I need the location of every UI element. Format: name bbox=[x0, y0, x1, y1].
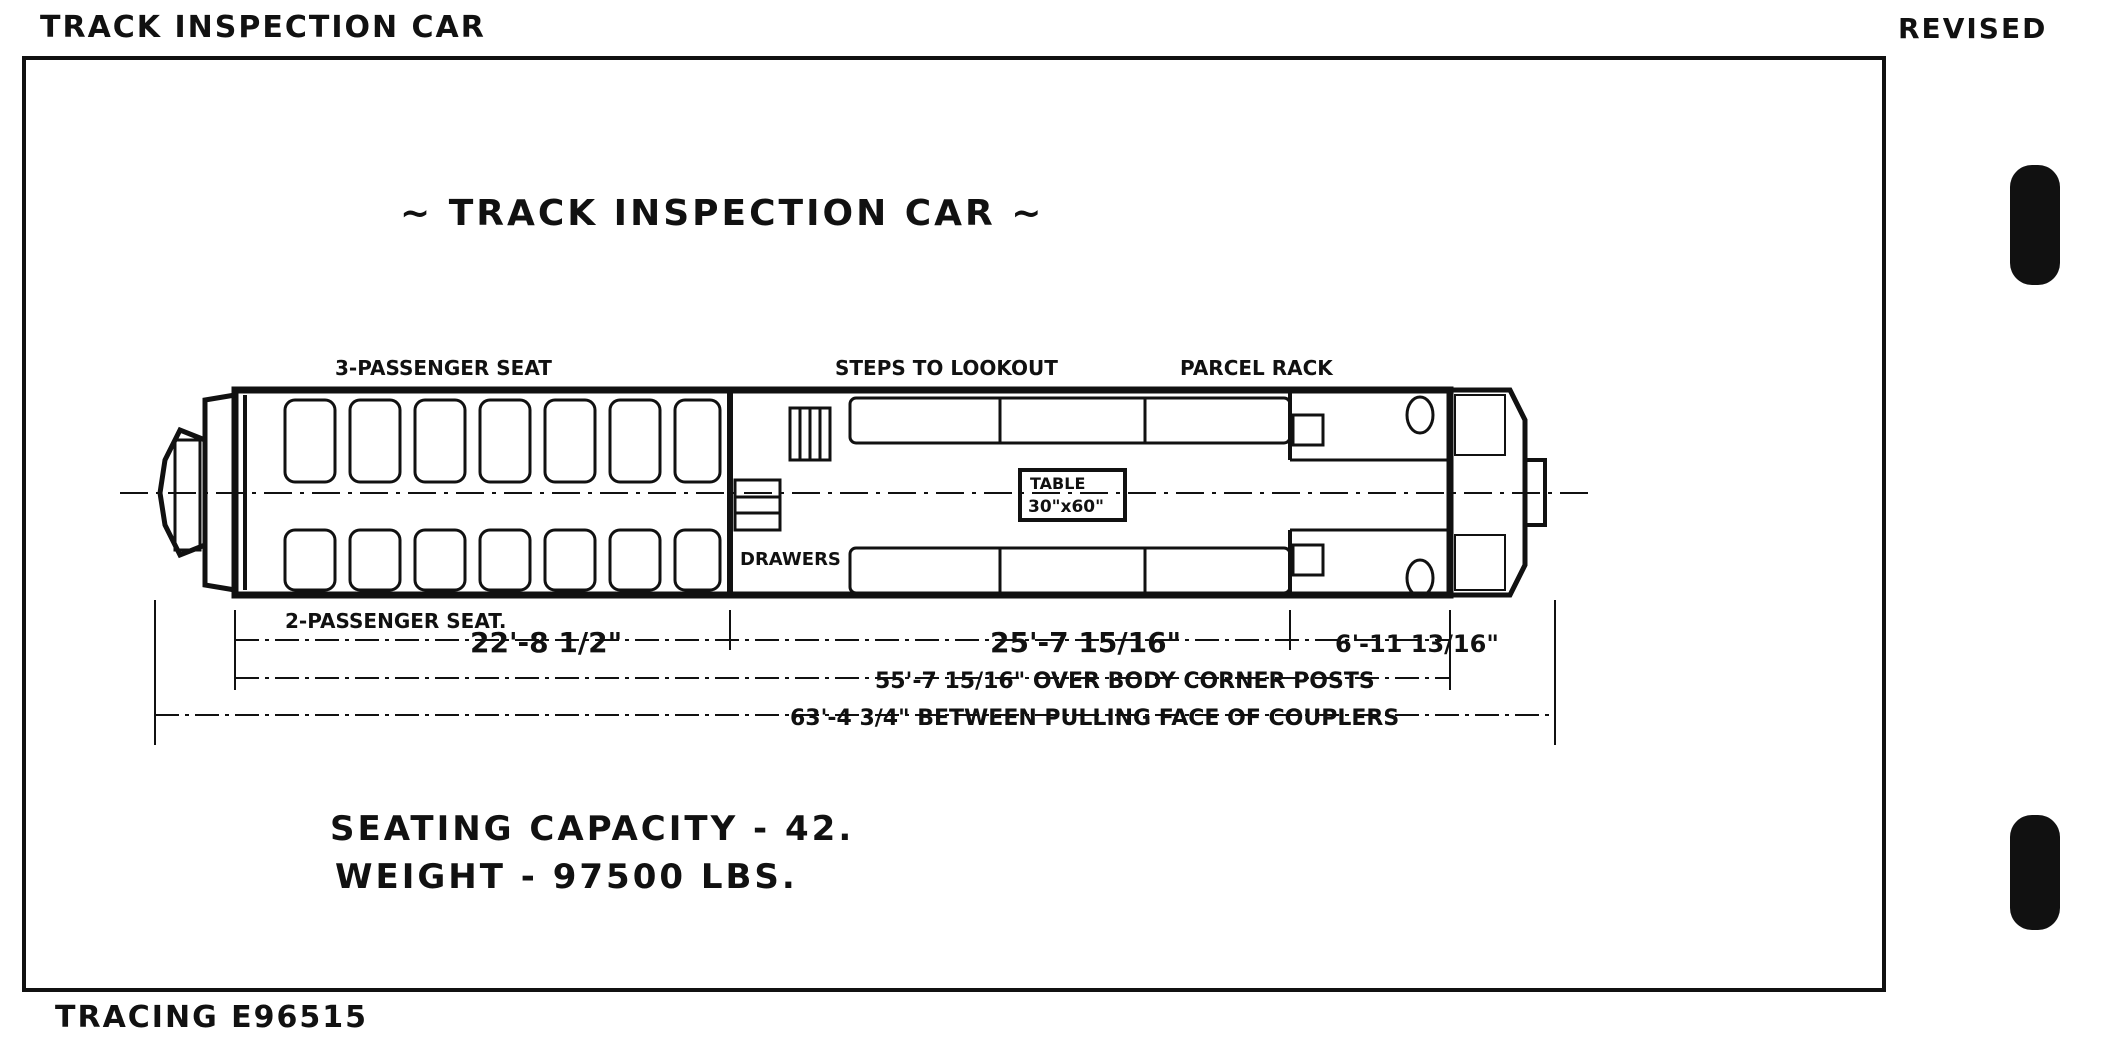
steps-to-lookout-label: STEPS TO LOOKOUT bbox=[835, 356, 1058, 380]
weight: WEIGHT - 97500 LBS. bbox=[335, 857, 798, 897]
sheet-title: TRACK INSPECTION CAR bbox=[40, 10, 486, 45]
table-label: TABLE bbox=[1030, 474, 1085, 493]
punch-hole-bottom bbox=[2010, 815, 2060, 930]
three-passenger-seat-label: 3-PASSENGER SEAT bbox=[335, 356, 552, 380]
dimension-lines bbox=[154, 600, 1556, 745]
drawers-label: DRAWERS bbox=[740, 549, 841, 570]
dimension-seating-section: 22'-8 1/2" bbox=[470, 626, 622, 659]
dimension-couplers: 63'-4 3/4" BETWEEN PULLING FACE OF COUPL… bbox=[790, 706, 1399, 731]
punch-hole-top bbox=[2010, 165, 2060, 285]
dimension-overall-body: 55'-7 15/16" OVER BODY CORNER POSTS bbox=[875, 669, 1375, 694]
tracing-number: TRACING E96515 bbox=[55, 1000, 368, 1035]
revised-label: REVISED bbox=[1898, 12, 2048, 45]
two-passenger-seat-label: 2-PASSENGER SEAT. bbox=[285, 609, 506, 633]
seating-capacity: SEATING CAPACITY - 42. bbox=[330, 809, 854, 849]
passenger-seats bbox=[283, 398, 722, 592]
parcel-rack-label: PARCEL RACK bbox=[1180, 356, 1334, 380]
lounge-sofas bbox=[733, 395, 1435, 598]
drawing-frame bbox=[22, 56, 1886, 992]
table-size-label: 30"x60" bbox=[1028, 497, 1104, 517]
dimension-end-section: 6'-11 13/16" bbox=[1335, 630, 1499, 658]
dimension-lounge-section: 25'-7 15/16" bbox=[990, 626, 1181, 659]
drawing-title: ~ TRACK INSPECTION CAR ~ bbox=[400, 193, 1044, 234]
